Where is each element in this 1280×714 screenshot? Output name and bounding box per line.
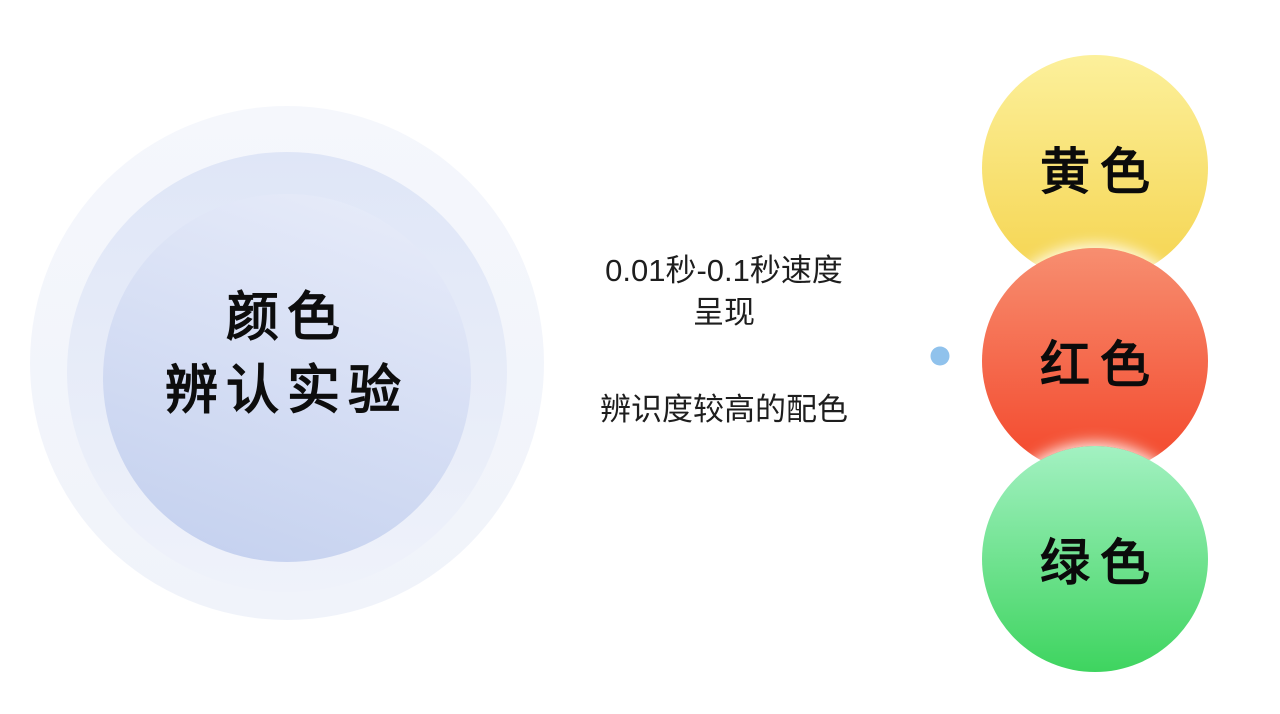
speed-label: 0.01秒-0.1秒速度 呈现 (508, 250, 940, 334)
hero-title-line1: 颜色 (226, 288, 348, 347)
option-circle-yellow: 黄色 (982, 55, 1208, 281)
option-circle-red: 红色 (982, 248, 1208, 474)
hero-circle-inner (103, 194, 471, 562)
palette-label: 辨识度较高的配色 (600, 392, 848, 427)
dashed-connector (493, 346, 950, 366)
speed-label-line1: 0.01秒-0.1秒速度 (605, 253, 843, 288)
connector-dot (930, 346, 950, 366)
option-label-green: 绿色 (1040, 535, 1160, 591)
speed-label-line2: 呈现 (693, 295, 755, 330)
hero-title-line2: 辨认实验 (165, 361, 409, 420)
option-label-red: 红色 (1040, 337, 1160, 393)
option-label-yellow: 黄色 (1040, 144, 1160, 200)
option-circle-green: 绿色 (982, 446, 1208, 672)
hero-title: 颜色 辨认实验 (30, 281, 544, 427)
